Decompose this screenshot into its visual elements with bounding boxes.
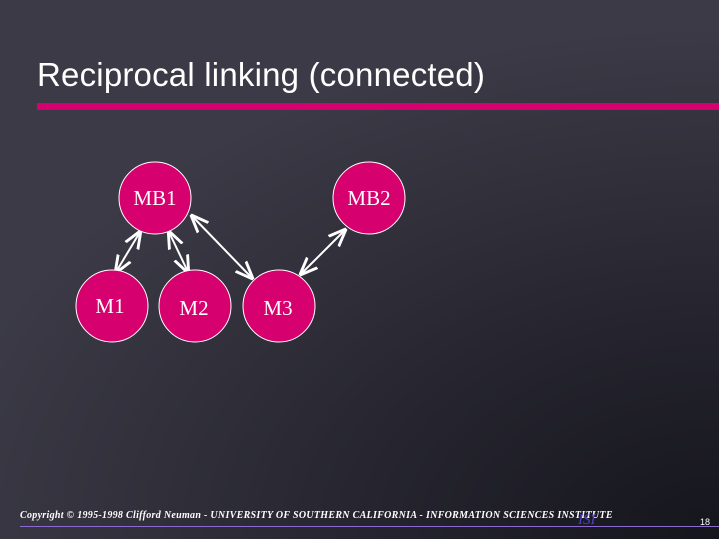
node-m2: M2 (158, 269, 232, 343)
node-mb1: MB1 (118, 161, 192, 235)
edge-mb1-m1 (116, 232, 140, 272)
node-label-m1: M1 (95, 294, 124, 318)
footer-rule (20, 526, 719, 527)
edge-mb1-m2 (169, 232, 188, 272)
node-mb2: MB2 (332, 161, 406, 235)
node-circle-m1 (75, 269, 149, 343)
title-underline (37, 103, 719, 110)
edges-layer (116, 216, 345, 278)
node-label-mb2: MB2 (347, 186, 390, 210)
slide-title: Reciprocal linking (connected) (37, 56, 486, 93)
node-circle-mb2 (332, 161, 406, 235)
node-circle-m2 (158, 269, 232, 343)
node-label-mb1: MB1 (133, 186, 176, 210)
node-circle-m3 (242, 269, 316, 343)
isi-logo: ISI (578, 512, 596, 528)
edge-mb2-m3 (301, 230, 345, 274)
node-m1: M1 (75, 269, 149, 343)
node-label-m3: M3 (263, 296, 292, 320)
page-number: 18 (700, 517, 711, 527)
node-m3: M3 (242, 269, 316, 343)
footer-copyright: Copyright © 1995-1998 Clifford Neuman - … (20, 510, 613, 521)
edge-mb1-m3 (192, 216, 252, 278)
node-circle-mb1 (118, 161, 192, 235)
node-label-m2: M2 (179, 296, 208, 320)
